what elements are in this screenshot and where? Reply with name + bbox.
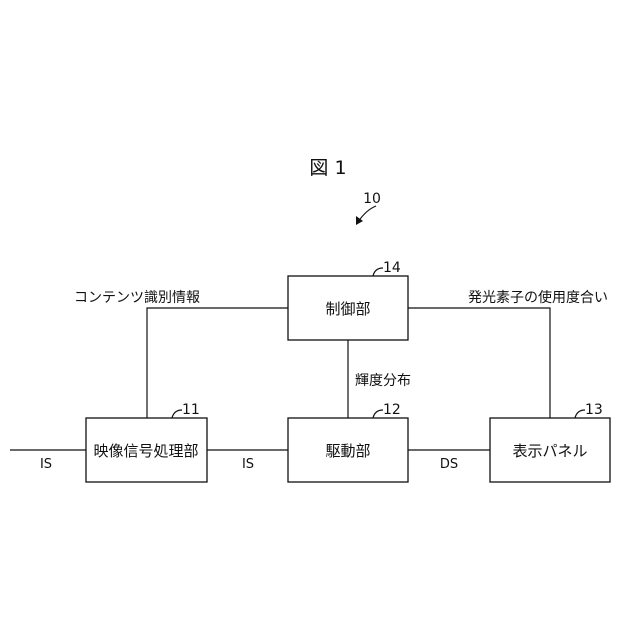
video-processor-ref-number: 11: [182, 402, 200, 418]
input-is-label: IS: [40, 457, 52, 472]
system-ref-number: 10: [363, 191, 381, 207]
display-panel-label: 表示パネル: [512, 442, 587, 460]
controller-ref-number: 14: [383, 260, 401, 276]
controller-label: 制御部: [325, 300, 370, 318]
processor-controller-line: [147, 308, 288, 418]
video-processor-label: 映像信号処理部: [93, 442, 198, 460]
display-panel-ref-leader: [575, 410, 585, 418]
driver-ref-leader: [373, 410, 383, 418]
mid-is-label: IS: [242, 457, 254, 472]
panel-controller-line: [408, 308, 550, 418]
luminance-distribution-label: 輝度分布: [355, 373, 411, 389]
controller-ref-leader: [373, 268, 383, 276]
content-id-label: コンテンツ識別情報: [74, 290, 200, 306]
video-processor-ref-leader: [172, 410, 182, 418]
display-panel-ref-number: 13: [585, 402, 603, 418]
ds-label: DS: [440, 457, 458, 472]
usage-degree-label: 発光素子の使用度合い: [468, 289, 608, 306]
figure-title: 図 1: [309, 157, 346, 179]
driver-label: 駆動部: [325, 442, 370, 460]
driver-ref-number: 12: [383, 402, 401, 418]
